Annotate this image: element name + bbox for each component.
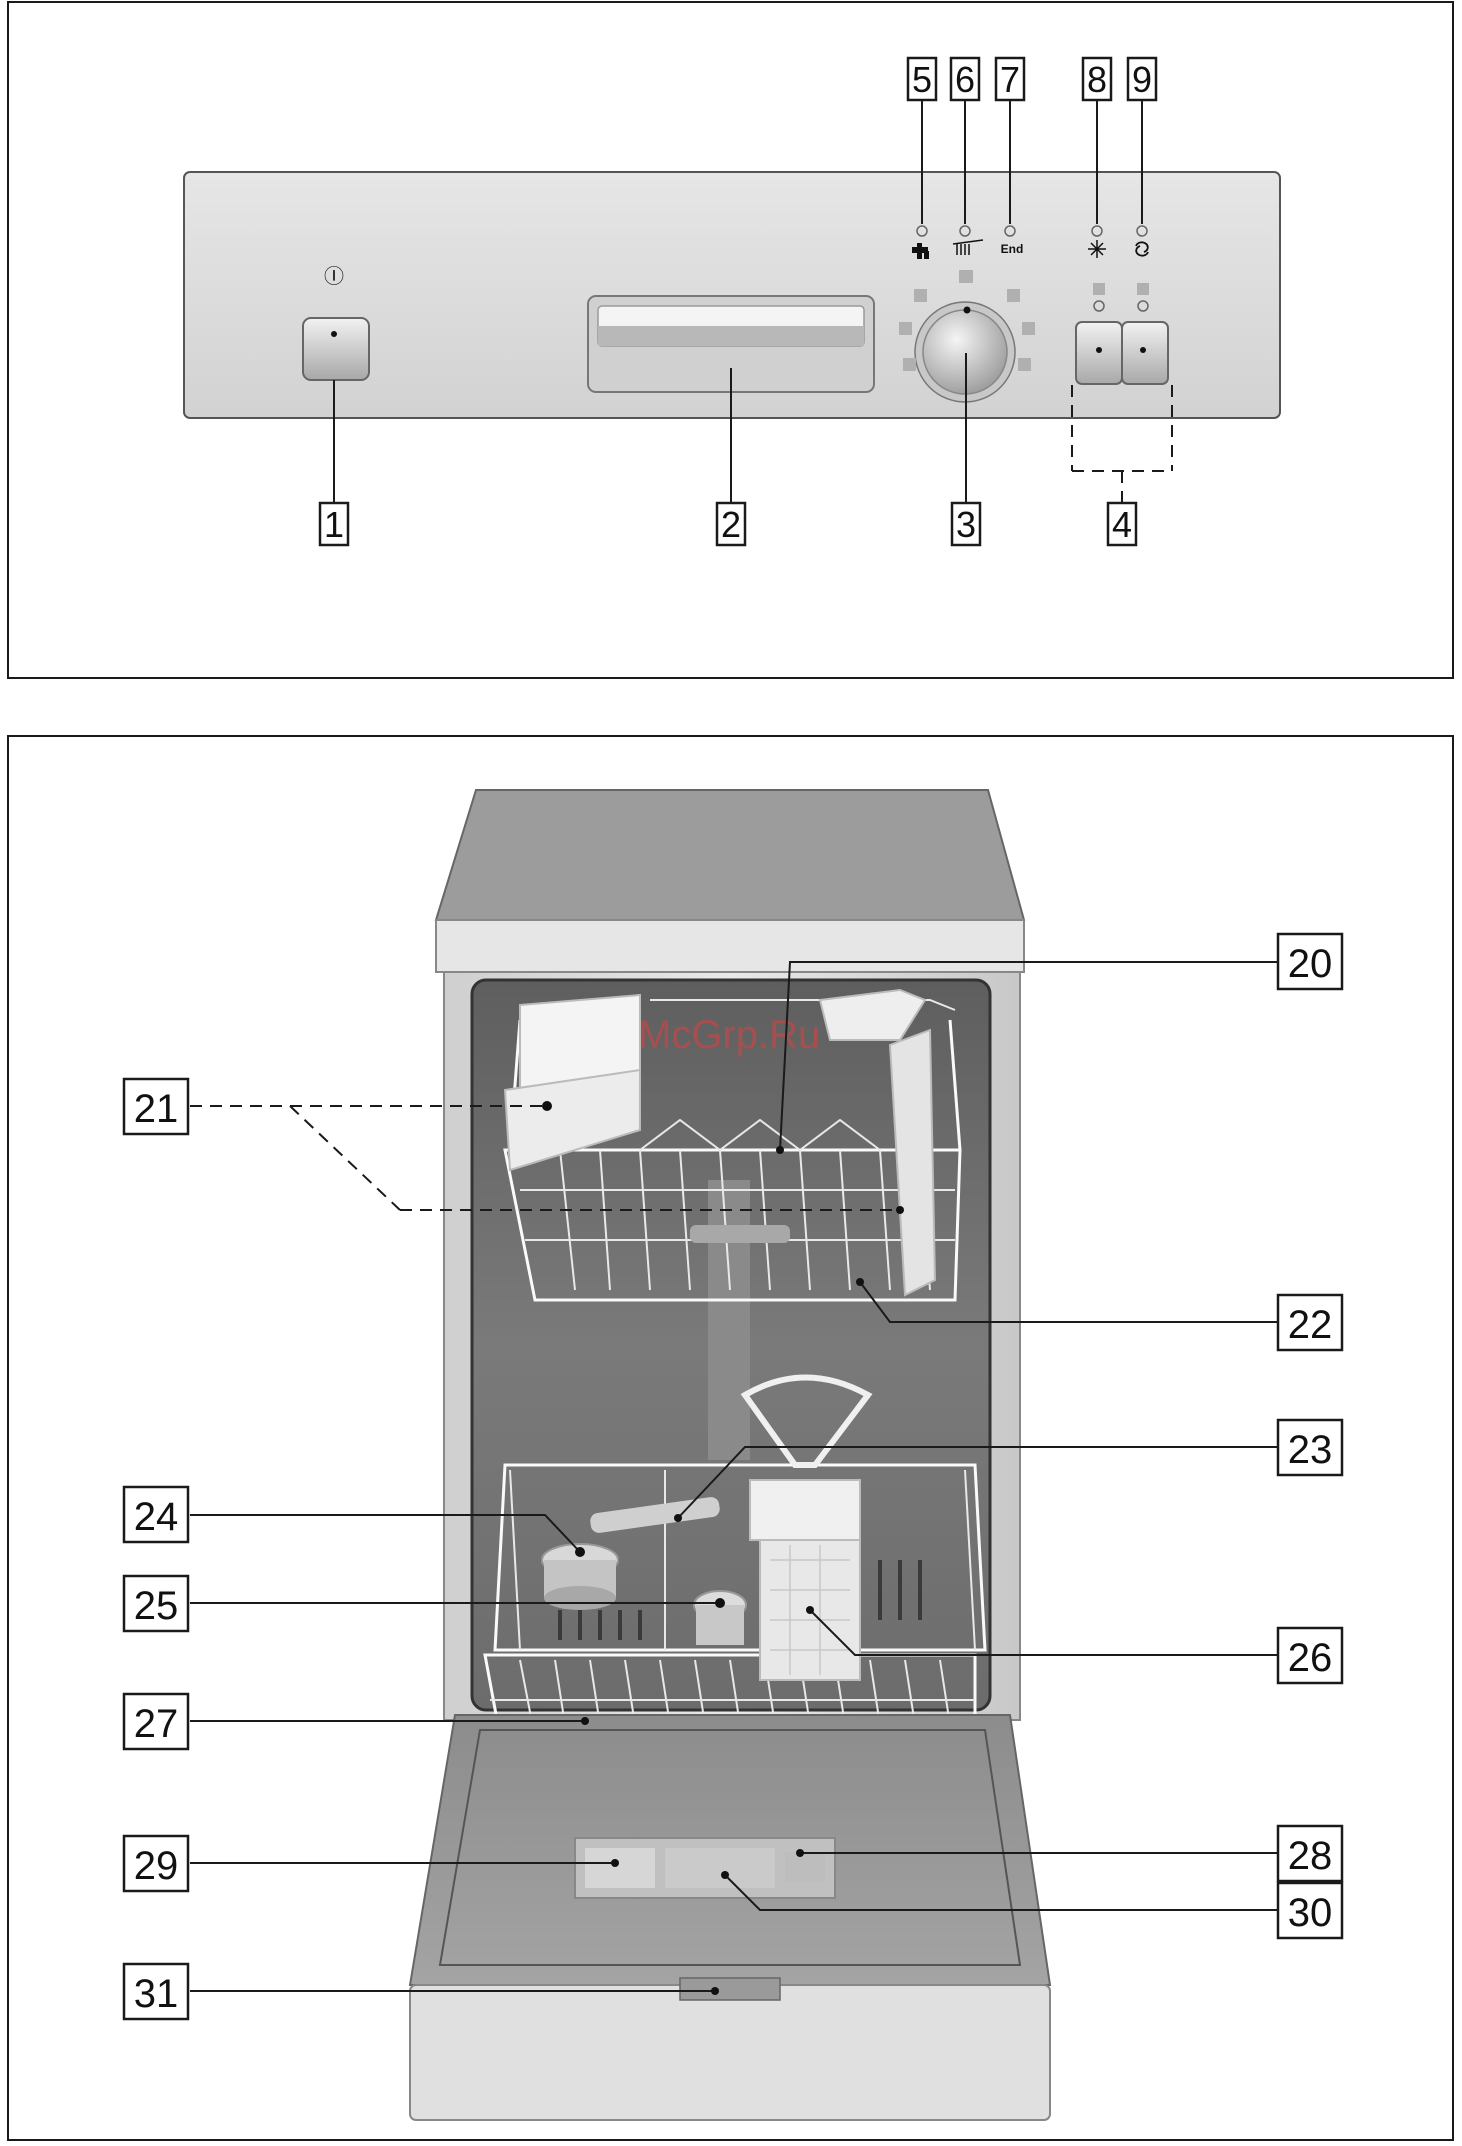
svg-text:22: 22: [1288, 1303, 1333, 1347]
detergent-dispenser: [575, 1838, 835, 1898]
svg-text:29: 29: [134, 1844, 179, 1888]
svg-text:30: 30: [1288, 1891, 1333, 1935]
upper-spray-arm: [690, 1225, 790, 1243]
callout-21: 21: [124, 1079, 188, 1134]
svg-text:27: 27: [134, 1702, 179, 1746]
callout-30: 30: [1278, 1883, 1342, 1938]
callout-31: 31: [124, 1964, 188, 2019]
svg-text:26: 26: [1288, 1636, 1333, 1680]
svg-text:24: 24: [134, 1495, 179, 1539]
svg-text:23: 23: [1288, 1428, 1333, 1472]
spray-pipe: [708, 1180, 750, 1460]
svg-text:28: 28: [1288, 1834, 1333, 1878]
rating-plate: [680, 1978, 780, 2000]
svg-text:31: 31: [134, 1972, 179, 2016]
callout-24: 24: [124, 1487, 188, 1542]
watermark-text: McGrp.Ru: [638, 1013, 820, 1057]
svg-text:20: 20: [1288, 942, 1333, 986]
callout-28: 28: [1278, 1826, 1342, 1881]
callout-29: 29: [124, 1836, 188, 1891]
svg-text:25: 25: [134, 1584, 179, 1628]
callout-26: 26: [1278, 1628, 1342, 1683]
callout-27: 27: [124, 1694, 188, 1749]
cabinet-top: [436, 790, 1024, 920]
svg-text:21: 21: [134, 1087, 179, 1131]
door-front-edge: [410, 1985, 1050, 2120]
callout-25: 25: [124, 1576, 188, 1631]
cabinet-top-edge: [436, 920, 1024, 972]
callout-20: 20: [1278, 934, 1342, 989]
callout-23: 23: [1278, 1420, 1342, 1475]
callout-22: 22: [1278, 1295, 1342, 1350]
